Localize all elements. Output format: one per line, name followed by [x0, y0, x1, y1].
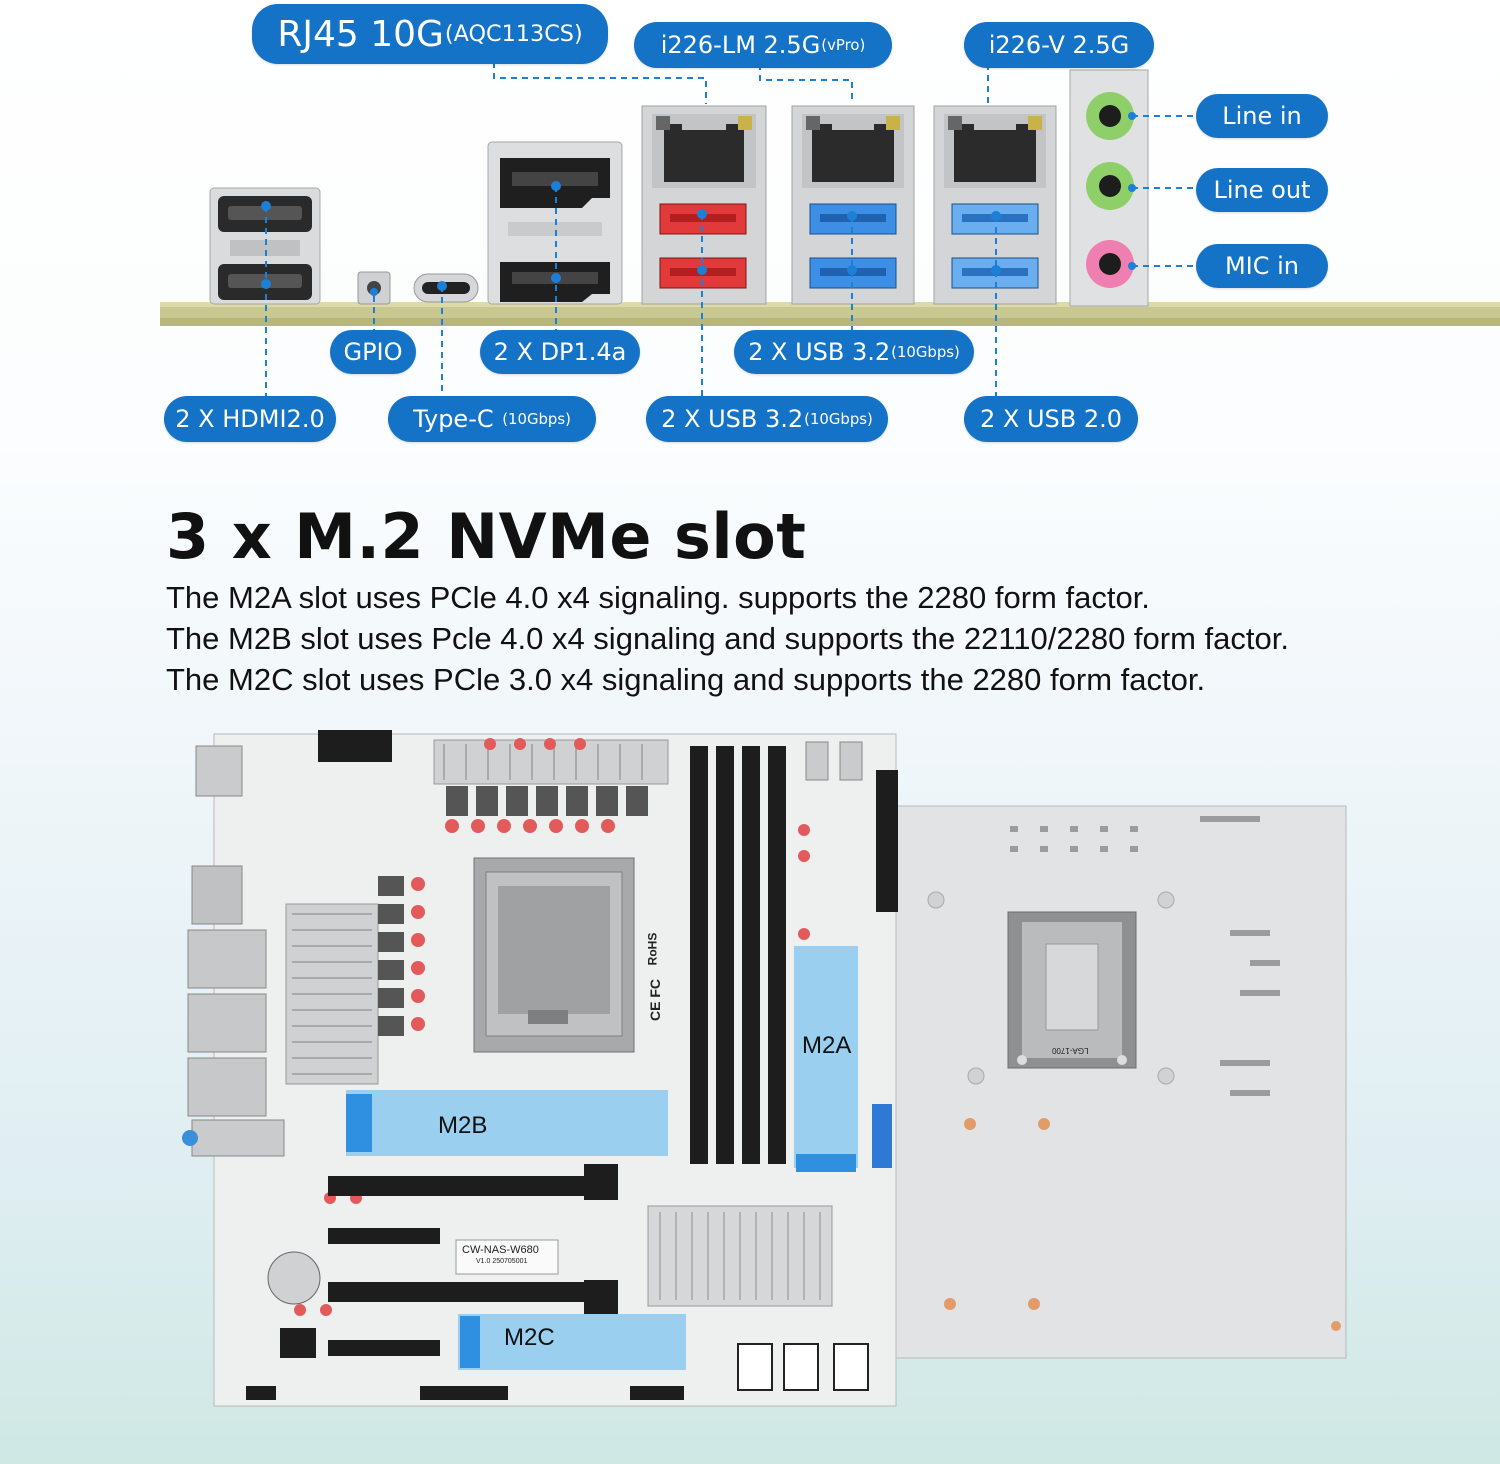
i226lm-label: i226-LM 2.5G(vPro): [634, 22, 892, 68]
hdmi-label: 2 X HDMI2.0: [164, 396, 336, 442]
m2c-slot-highlight: [458, 1314, 686, 1370]
i226lm-label-sub: (vPro): [821, 36, 866, 54]
dp-label: 2 X DP1.4a: [480, 330, 640, 374]
m2b-slot-label: M2B: [438, 1112, 488, 1139]
rj45-label-sub: (AQC113CS): [444, 21, 583, 47]
ce-fc-mark: CE FC: [647, 979, 663, 1021]
line-in-label: Line in: [1196, 94, 1328, 138]
m2c-description: The M2C slot uses PCle 3.0 x4 signaling …: [166, 662, 1206, 697]
gpio-label: GPIO: [330, 330, 416, 374]
m2a-description: The M2A slot uses PCle 4.0 x4 signaling.…: [166, 580, 1150, 615]
m2a-slot-label: M2A: [802, 1032, 852, 1059]
rj45-10g-label: RJ45 10G(AQC113CS): [252, 4, 608, 64]
board-model-label: CW-NAS-W680: [462, 1244, 539, 1256]
usb32-bottom-label-main: 2 X USB 3.2: [661, 405, 804, 433]
board-front-view: [182, 730, 898, 1407]
typec-label-main: Type-C: [413, 405, 502, 433]
mic-in-label: MIC in: [1196, 244, 1328, 288]
usb32-top-label-sub: (10Gbps): [891, 343, 960, 361]
typec-label-sub: (10Gbps): [502, 410, 571, 428]
line-out-label: Line out: [1196, 168, 1328, 212]
m2b-description: The M2B slot uses Pcle 4.0 x4 signaling …: [166, 621, 1289, 656]
io-panel-illustration: [160, 62, 1500, 400]
hdmi-port-stack: [209, 187, 321, 305]
usb32-bottom-label-sub: (10Gbps): [804, 410, 873, 428]
board-back-view: [887, 805, 1347, 1359]
usb32-bottom-label: 2 X USB 3.2(10Gbps): [646, 396, 888, 442]
usb32-top-label-main: 2 X USB 3.2: [748, 338, 891, 366]
rj45-label-main: RJ45 10G: [277, 13, 444, 55]
board-version-label: V1.0 250705001: [476, 1258, 528, 1265]
section-heading: 3 x M.2 NVMe slot: [166, 500, 807, 573]
m2c-slot-label: M2C: [504, 1324, 555, 1351]
i226v-label: i226-V 2.5G: [964, 22, 1154, 68]
rohs-mark: RoHS: [645, 932, 660, 966]
usb32-top-label: 2 X USB 3.2(10Gbps): [734, 330, 974, 374]
m2b-slot-highlight: [346, 1090, 668, 1156]
typec-label: Type-C (10Gbps): [388, 396, 596, 442]
i226v-label-main: i226-V 2.5G: [988, 31, 1130, 59]
leader-dots: [261, 112, 1136, 296]
socket-print-label: LGA-1700: [1052, 1046, 1089, 1055]
usb20-label: 2 X USB 2.0: [964, 396, 1138, 442]
i226lm-label-main: i226-LM 2.5G: [660, 31, 821, 59]
